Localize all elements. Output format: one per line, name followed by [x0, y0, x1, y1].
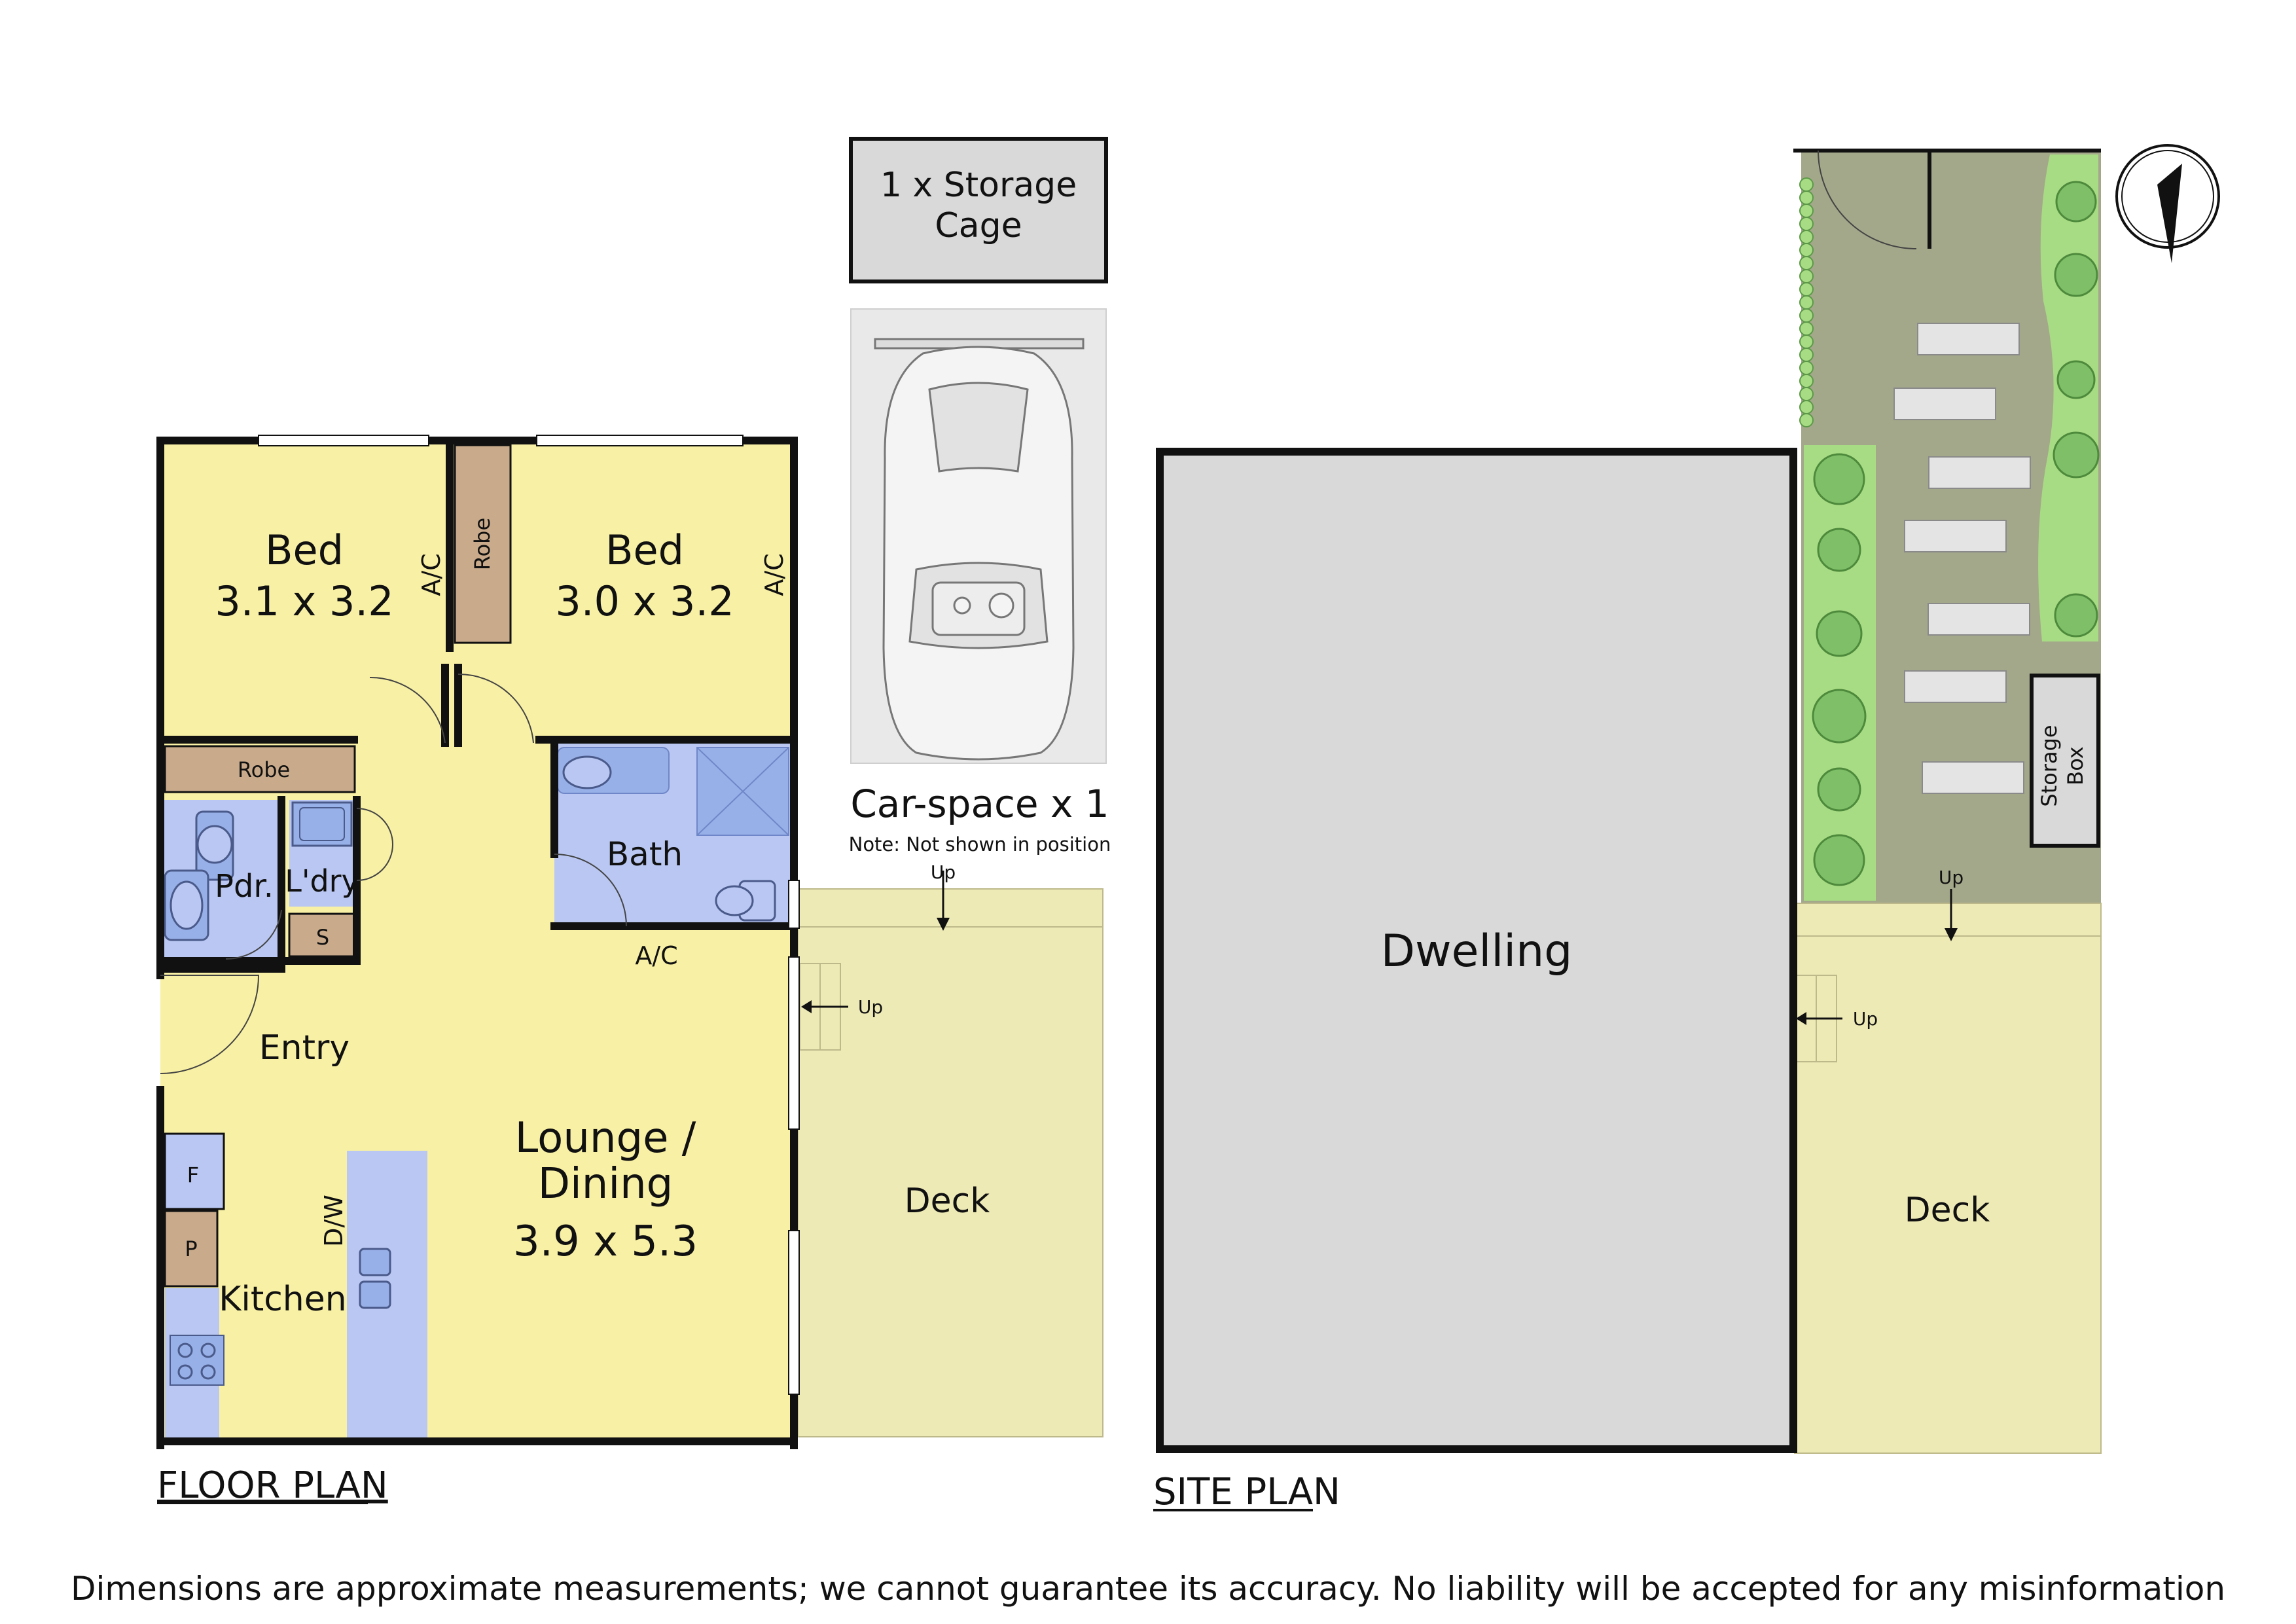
- storage-box-line1: Storage: [2037, 725, 2062, 806]
- floor-plan-walls: [156, 437, 798, 1449]
- garden-walls: [1793, 149, 2101, 249]
- dishwasher-label: D/W: [319, 1195, 348, 1247]
- floor-plan: Bed 3.1 x 3.2 Bed 3.0 x 3.2 A/C A/C Robe…: [156, 435, 1103, 1507]
- stepping-stones: [1893, 323, 2031, 794]
- pantry-label: P: [185, 1236, 197, 1261]
- hedge: [1799, 177, 1814, 427]
- lawn-strip-left: [1804, 445, 1876, 901]
- dwelling-label: Dwelling: [1381, 926, 1573, 977]
- floor-plan-title: FLOOR PLAN: [157, 1464, 388, 1507]
- site-deck-label: Deck: [1905, 1191, 1990, 1230]
- robe-bed1: [164, 745, 356, 793]
- kitchen-label: Kitchen: [219, 1280, 346, 1319]
- bed1-label: Bed: [265, 526, 344, 574]
- site-plan: Storage Box Up Up Deck Dwelling SITE PLA…: [1153, 149, 2102, 1513]
- site-plan-title: SITE PLAN: [1153, 1471, 1340, 1513]
- site-up-top-label: Up: [1939, 867, 1964, 888]
- trees: [1812, 181, 2100, 886]
- sink-icon: [359, 1248, 391, 1276]
- storage-box: [2030, 674, 2100, 848]
- lounge-label-line1: Lounge /: [515, 1114, 696, 1163]
- bed2-size: 3.0 x 3.2: [555, 577, 734, 625]
- deck-floor-label: Deck: [905, 1182, 990, 1221]
- bed1-size: 3.1 x 3.2: [215, 577, 393, 625]
- dwelling: [1156, 448, 1797, 1453]
- car-space: Car-space x 1 Note: Not shown in positio…: [849, 308, 1111, 856]
- basin-icon: [562, 755, 612, 789]
- storage-cage: 1 x Storage Cage: [849, 137, 1108, 283]
- ac-lounge-label: A/C: [635, 941, 677, 970]
- storage-box-line2: Box: [2063, 746, 2088, 785]
- bath-label: Bath: [607, 835, 683, 873]
- car-icon: [874, 338, 1085, 761]
- storage-cage-line1: 1 x Storage: [880, 166, 1077, 205]
- entry-label: Entry: [259, 1028, 350, 1068]
- cooktop-icon: [170, 1335, 224, 1386]
- fridge-label: F: [187, 1163, 199, 1187]
- pantry: [164, 1210, 219, 1288]
- site-up-side-label: Up: [1853, 1008, 1878, 1030]
- storage-cage-line2: Cage: [935, 206, 1022, 245]
- powder-label: Pdr.: [215, 868, 274, 905]
- laundry-label: L'dry: [285, 863, 359, 899]
- ac-bed2-label: A/C: [760, 553, 789, 596]
- robe-horizontal-label: Robe: [238, 757, 290, 782]
- ac-bed1-label: A/C: [417, 553, 446, 596]
- windows: [258, 435, 800, 1395]
- laundry-tub-icon: [291, 801, 353, 847]
- gate-swing: [1818, 150, 1917, 249]
- bed2-label: Bed: [605, 526, 684, 574]
- deck-site-plan: [1794, 903, 2102, 1454]
- lounge-size: 3.9 x 5.3: [513, 1218, 698, 1266]
- s-label: S: [316, 925, 329, 950]
- deck-floor-plan: [797, 888, 1103, 1437]
- north-arrow-icon: [2115, 144, 2220, 263]
- robe-bed2: [454, 444, 512, 644]
- car-space-note: Note: Not shown in position: [849, 833, 1111, 856]
- fridge-space: [164, 1132, 225, 1210]
- car-space-label: Car-space x 1: [850, 782, 1109, 826]
- disclaimer: Dimensions are approximate measurements;…: [71, 1570, 2225, 1608]
- up-top-label: Up: [931, 861, 956, 883]
- storage-cupboard-s: [288, 912, 358, 958]
- door-swings: [160, 673, 627, 1074]
- lounge-label-line2: Dining: [538, 1160, 673, 1208]
- robe-vertical-label: Robe: [470, 518, 495, 570]
- up-side-label: Up: [858, 996, 883, 1018]
